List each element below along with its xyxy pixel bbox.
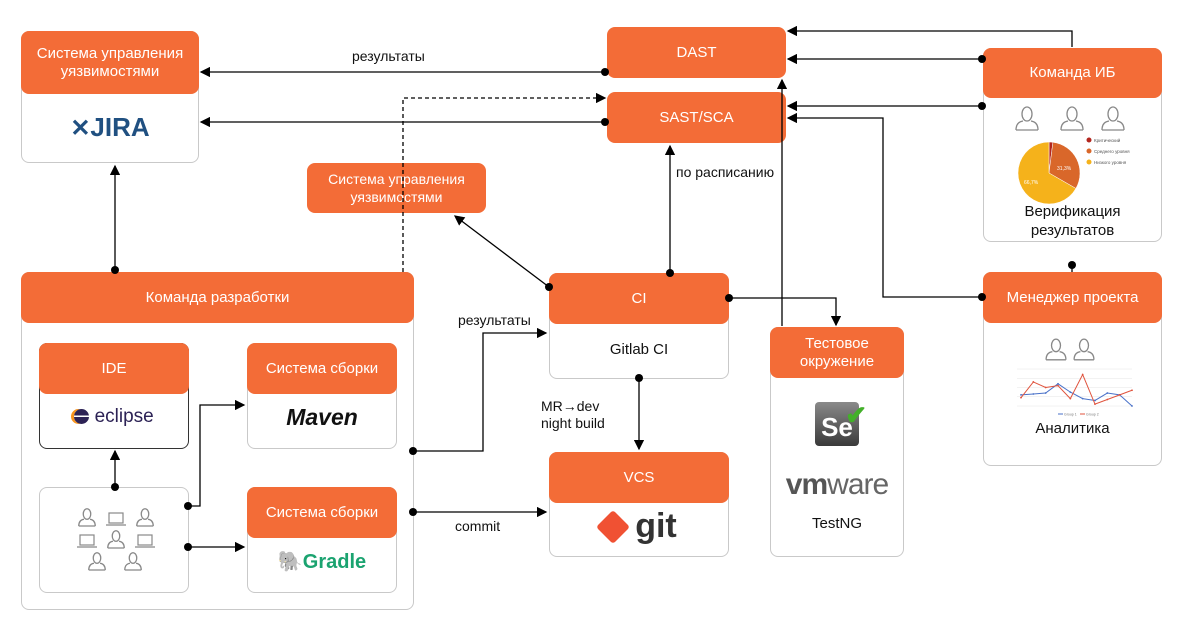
laptop-icon [77, 534, 97, 548]
gradle-elephant-icon: 🐘 [277, 551, 303, 573]
data-point [1106, 392, 1109, 394]
edge-sec-dast-top [786, 25, 1073, 47]
data-point [1131, 405, 1133, 407]
maven-node[interactable]: Система сборки Maven [247, 343, 397, 449]
edge-label-commit: commit [455, 518, 501, 534]
legend-marker [1086, 159, 1092, 165]
data-point [1094, 399, 1096, 402]
selenium-icon: Se✔ [815, 400, 867, 446]
ci-node[interactable]: CI Gitlab CI [549, 273, 729, 379]
edge-manager-sast [786, 112, 982, 298]
developers-group [39, 487, 189, 593]
pie-slice [1017, 141, 1077, 205]
person-icon [1101, 106, 1125, 131]
eclipse-icon [74, 409, 90, 424]
legend-marker [1086, 137, 1092, 143]
pie-label: 66,7% [1024, 180, 1039, 186]
jira-logo: ✕JIRA [70, 112, 150, 142]
series-line [1020, 373, 1133, 405]
person-icon [1073, 338, 1095, 361]
test-env-node[interactable]: Тестовое окружение Se✔ vmware TestNG [770, 327, 904, 557]
vcs-node[interactable]: VCS git [549, 452, 729, 557]
analytics-chart: Group 1 Group 2 [1017, 338, 1133, 417]
data-point [1020, 396, 1022, 399]
test-env-title: Тестовое окружение [770, 327, 904, 378]
selenium-logo: Se✔ [771, 400, 903, 446]
data-point [1081, 373, 1084, 376]
laptop-icon [135, 534, 155, 548]
jira-node[interactable]: Система управления уязвимостями ✕JIRA [21, 31, 199, 163]
data-point [1106, 398, 1109, 401]
ide-title: IDE [39, 343, 189, 394]
ci-title: CI [549, 273, 729, 324]
developers-icons [77, 508, 155, 571]
person-icon [1015, 106, 1039, 131]
person-icon [88, 552, 106, 571]
person-icon [1045, 338, 1067, 361]
gradle-title: Система сборки [247, 487, 397, 538]
data-point [1032, 381, 1035, 383]
series-line [1020, 383, 1133, 407]
data-point [1069, 391, 1072, 394]
pie-label: 31,3% [1057, 166, 1072, 172]
laptop-icon [106, 512, 126, 526]
data-point [1081, 397, 1084, 400]
person-icon [1060, 106, 1084, 131]
legend-label: Критический [1094, 137, 1121, 143]
data-point [1020, 394, 1022, 396]
data-point [1044, 386, 1047, 389]
sec-team-title: Команда ИБ [983, 48, 1162, 98]
legend-label: Среднего уровня [1094, 149, 1130, 154]
vmware-logo: vmware [785, 468, 889, 501]
ide-node[interactable]: IDE eclipse [39, 343, 189, 449]
edge-label-schedule: по расписанию [676, 164, 775, 180]
data-point [1044, 392, 1047, 394]
git-icon [596, 510, 631, 544]
person-icon [78, 508, 96, 527]
data-point [1069, 397, 1072, 400]
data-point [1032, 393, 1035, 395]
manager-body: Аналитика [1035, 420, 1110, 437]
person-icon [124, 552, 142, 571]
data-point [1131, 389, 1133, 392]
manager-title: Менеджер проекта [983, 272, 1162, 323]
pie-slice [1048, 141, 1081, 189]
legend-marker [1086, 148, 1092, 154]
person-icon [136, 508, 154, 527]
vuln-mgmt-node[interactable]: Система управления уязвимостями [307, 163, 486, 213]
sec-team-body: Верификация результатов [1024, 203, 1121, 239]
test-env-body: TestNG [811, 515, 862, 532]
dast-node[interactable]: DAST [607, 27, 786, 78]
data-point [1094, 403, 1096, 406]
maven-title: Система сборки [247, 343, 397, 394]
dev-team-title: Команда разработки [21, 272, 414, 323]
gradle-node[interactable]: Система сборки 🐘Gradle [247, 487, 397, 593]
jira-icon: ✕ [70, 115, 91, 142]
ci-body: Gitlab CI [609, 341, 669, 358]
maven-logo: Maven [286, 404, 358, 430]
gradle-logo: 🐘Gradle [277, 551, 367, 573]
edge-label-results-ci: результаты [458, 312, 531, 328]
edge-ci-vuln [453, 215, 550, 288]
legend-label: Низкого уровня [1094, 160, 1127, 165]
legend-label: Group 1 [1064, 413, 1077, 417]
git-logo: git [550, 507, 728, 546]
edge-dev-ci [413, 327, 548, 452]
vcs-title: VCS [549, 452, 729, 503]
edge-ci-test [729, 297, 842, 327]
data-point [1118, 394, 1121, 396]
edge-label-results-top: результаты [352, 48, 425, 64]
edge-label-mr: MR→dev night build [541, 398, 605, 431]
data-point [1057, 384, 1059, 387]
eclipse-logo: eclipse [40, 406, 188, 428]
sast-node[interactable]: SAST/SCA [607, 92, 786, 143]
jira-node-title: Система управления уязвимостями [21, 31, 199, 94]
legend-label: Group 2 [1086, 413, 1099, 417]
data-point [1057, 382, 1059, 385]
person-icon [107, 530, 125, 549]
manager-node[interactable]: Менеджер проекта Group 1 Group 2 Аналитик… [983, 272, 1162, 466]
